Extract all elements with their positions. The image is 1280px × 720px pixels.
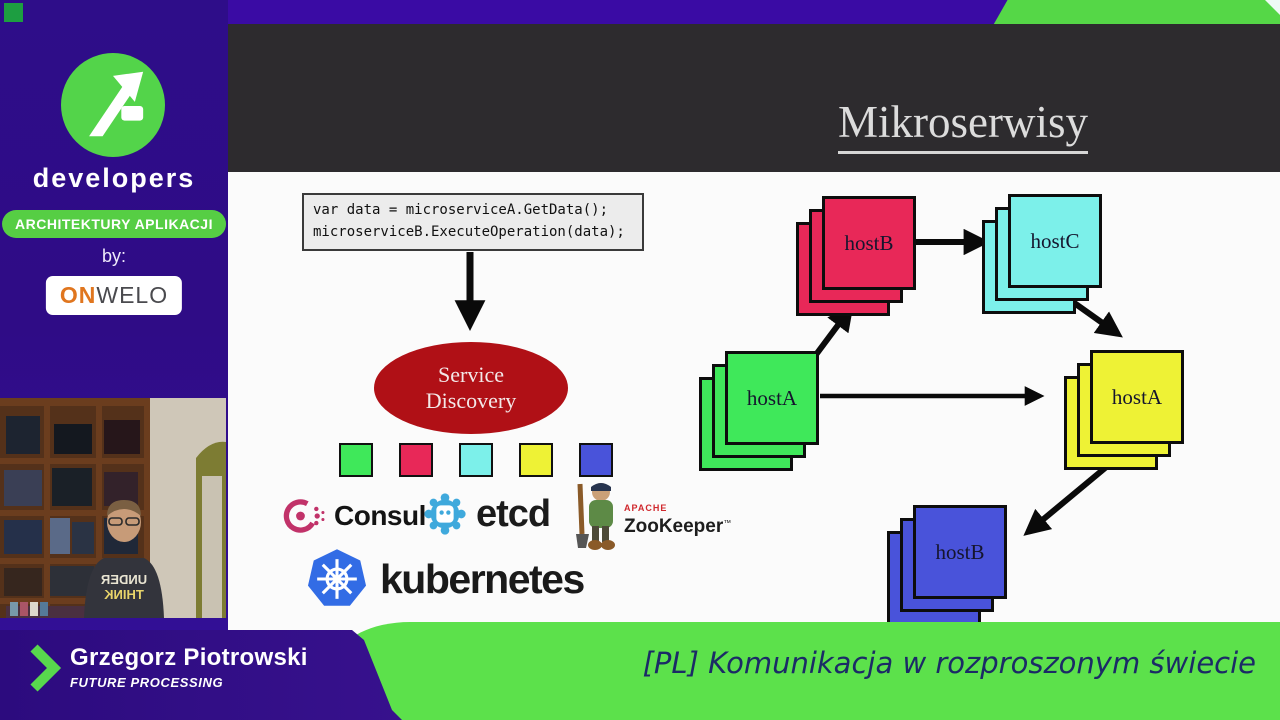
zookeeper-tm: ™	[723, 518, 732, 528]
consul-icon	[283, 499, 325, 533]
host-stack-hostb-red: hostB	[796, 196, 916, 316]
slide-title: Mikroserwisy	[813, 96, 1113, 154]
consul-label: Consul	[334, 500, 426, 531]
etcd-label: etcd	[476, 492, 551, 535]
slide-header	[228, 24, 1280, 172]
bottom-bar-green	[340, 622, 1280, 720]
code-line-2: microserviceB.ExecuteOperation(data);	[313, 224, 625, 240]
kubernetes-logo: kubernetes	[306, 548, 585, 610]
legend-square-yellow	[519, 443, 553, 477]
corner-accent-square	[4, 3, 23, 22]
kubernetes-icon	[307, 549, 367, 606]
speaker-name: Grzegorz Piotrowski	[70, 644, 308, 671]
talk-title: [PL] Komunikacja w rozproszonym świecie	[642, 646, 1256, 680]
legend-square-blue	[579, 443, 613, 477]
host-label: hostB	[844, 230, 894, 255]
code-block: var data = microserviceA.GetData(); micr…	[302, 193, 644, 251]
top-strip-green-accent	[993, 0, 1280, 24]
etcd-logo: etcd	[421, 490, 551, 538]
track-badge: ARCHITEKTURY APLIKACJI	[2, 210, 226, 238]
etcd-icon	[424, 493, 466, 535]
zookeeper-apache-label: APACHE	[624, 503, 668, 513]
service-discovery-ellipse: Service Discovery	[374, 342, 568, 434]
presentation-slide: Mikroserwisy var data = microserviceA.Ge…	[228, 24, 1280, 625]
zookeeper-logo: APACHE ZooKeeper™	[568, 478, 731, 554]
code-line-1: var data = microserviceA.GetData();	[313, 202, 609, 218]
shirt-text-line2: THINK	[104, 587, 144, 602]
onwelo-logo-gray: WELO	[96, 282, 169, 308]
by-label: by:	[101, 246, 126, 266]
consul-logo: Consul	[282, 494, 426, 538]
top-right-corner-notch	[1265, 0, 1280, 15]
onwelo-logo: ONWELO	[45, 276, 183, 315]
developers-wordmark: developers	[32, 163, 196, 193]
host-stack-hosta-green: hostA	[699, 351, 819, 471]
host-stack-hosta-yellow: hostA	[1064, 350, 1184, 470]
legend-squares	[339, 443, 613, 477]
4developers-logo-icon	[61, 53, 165, 157]
host-stack-hostc-cyan: hostC	[982, 194, 1102, 314]
host-label: hostC	[1030, 228, 1080, 253]
legend-square-green	[339, 443, 373, 477]
top-strip	[228, 0, 1280, 24]
host-label: hostA	[746, 385, 798, 410]
legend-square-cyan	[459, 443, 493, 477]
arrow-4-glyph	[89, 71, 144, 137]
speaker-company: FUTURE PROCESSING	[70, 675, 224, 690]
bottom-bar-purple	[0, 630, 402, 720]
legend-square-red	[399, 443, 433, 477]
webcam-scene: UNDER THINK	[0, 398, 226, 618]
onwelo-logo-orange: ON	[59, 282, 97, 308]
host-label: hostA	[1111, 384, 1163, 409]
host-stack-hostb-blue: hostB	[887, 505, 1007, 625]
sidebar: developers ARCHITEKTURY APLIKACJI by: ON…	[0, 0, 228, 720]
zookeeper-label: ZooKeeper	[624, 516, 724, 537]
kubernetes-label: kubernetes	[380, 555, 585, 602]
shirt-text-line1: UNDER	[100, 572, 147, 587]
zookeeper-icon	[576, 483, 615, 550]
host-label: hostB	[935, 539, 985, 564]
chevron-icon	[30, 644, 62, 692]
webcam-video: UNDER THINK	[0, 398, 226, 618]
